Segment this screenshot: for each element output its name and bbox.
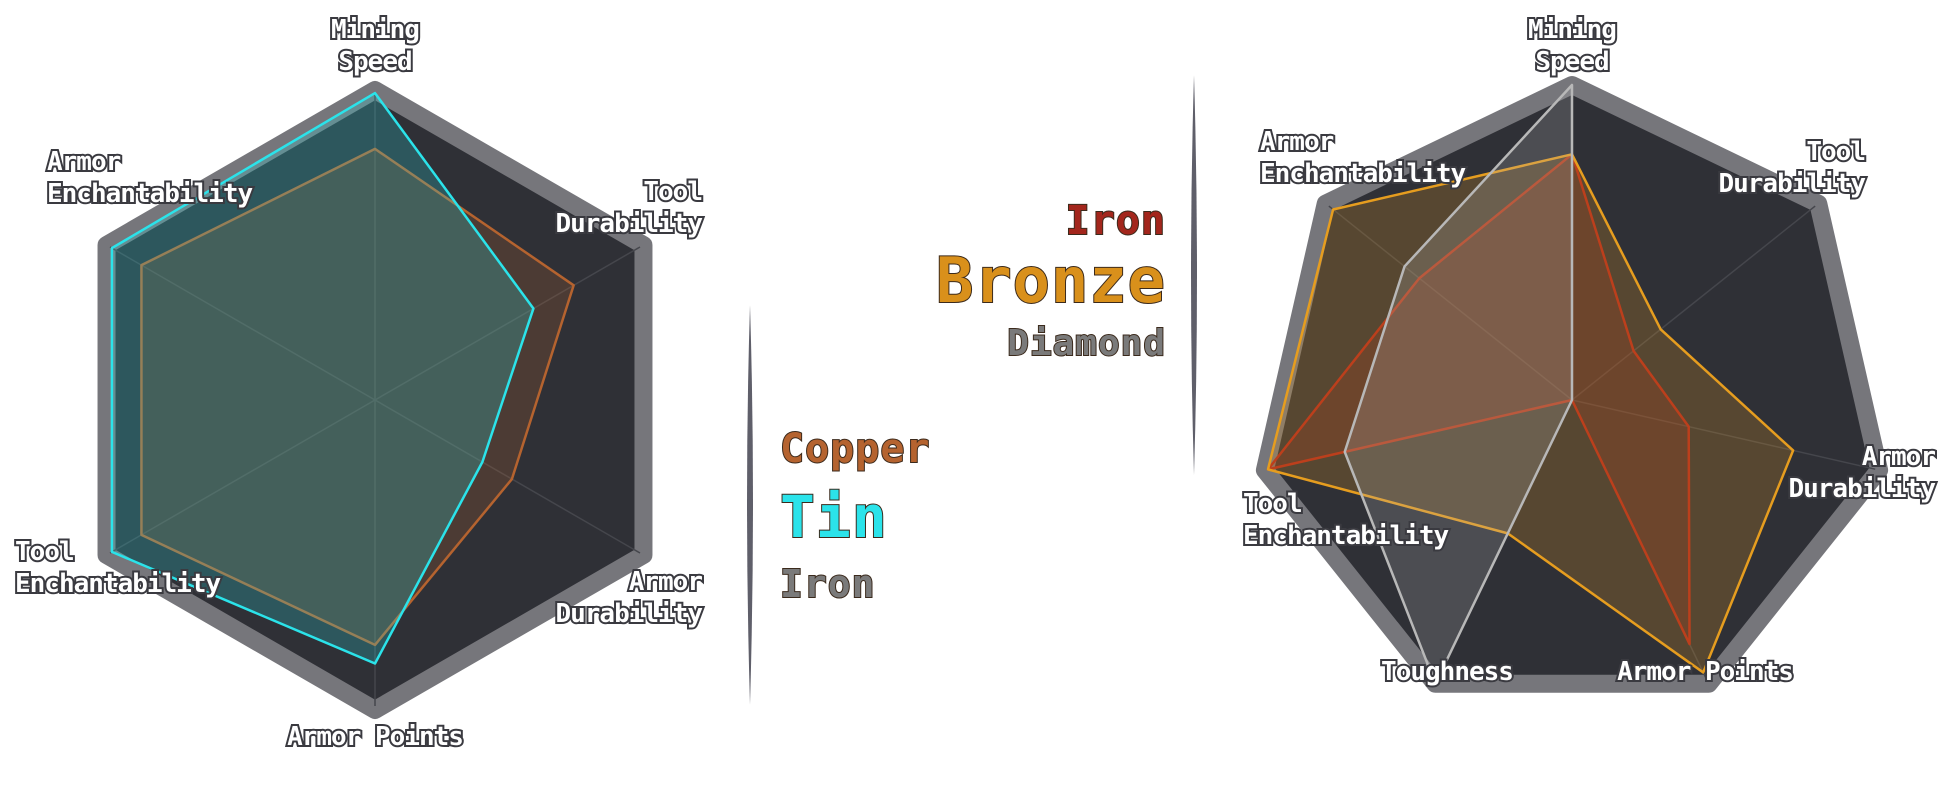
right-radar-series [1266, 83, 1795, 686]
left-legend: Copper Tin Iron [779, 425, 931, 607]
radar-series-iron-right [1266, 153, 1691, 646]
left-radar-grid [109, 94, 641, 706]
legend-item-tin: Tin [780, 483, 888, 551]
radar-spoke-armor-durability [374, 399, 641, 554]
right-legend: Iron Bronze Diamond [935, 197, 1166, 365]
left-legend-divider [747, 305, 753, 705]
axis-label-toughness: Toughness [1381, 657, 1513, 687]
radar-spoke-tool-durability [1571, 205, 1816, 401]
radar-series-copper [140, 147, 575, 647]
radar-spoke-armor-enchantability [1328, 205, 1573, 401]
radar-series-tin [110, 91, 535, 665]
radar-spoke-tool-enchantability [109, 399, 376, 554]
legend-item-bronze: Bronze [936, 244, 1166, 317]
axis-label-armor-points: Armor Points [1617, 657, 1793, 687]
radar-spoke-armor-enchantability [109, 246, 376, 401]
radar-spoke-armor-durability [1571, 399, 1876, 470]
legend-item-copper: Copper [780, 426, 931, 472]
axis-label-armor-points: Armor Points [287, 722, 463, 752]
radar-series-diamond-right [1343, 83, 1574, 686]
legend-item-iron: Iron [780, 562, 876, 606]
radar-spoke-tool-durability [374, 246, 641, 401]
left-radar-series [110, 91, 575, 665]
right-legend-divider [1191, 75, 1197, 475]
legend-item-iron-right: Iron [1066, 198, 1166, 244]
legend-item-diamond: Diamond [1007, 323, 1166, 364]
